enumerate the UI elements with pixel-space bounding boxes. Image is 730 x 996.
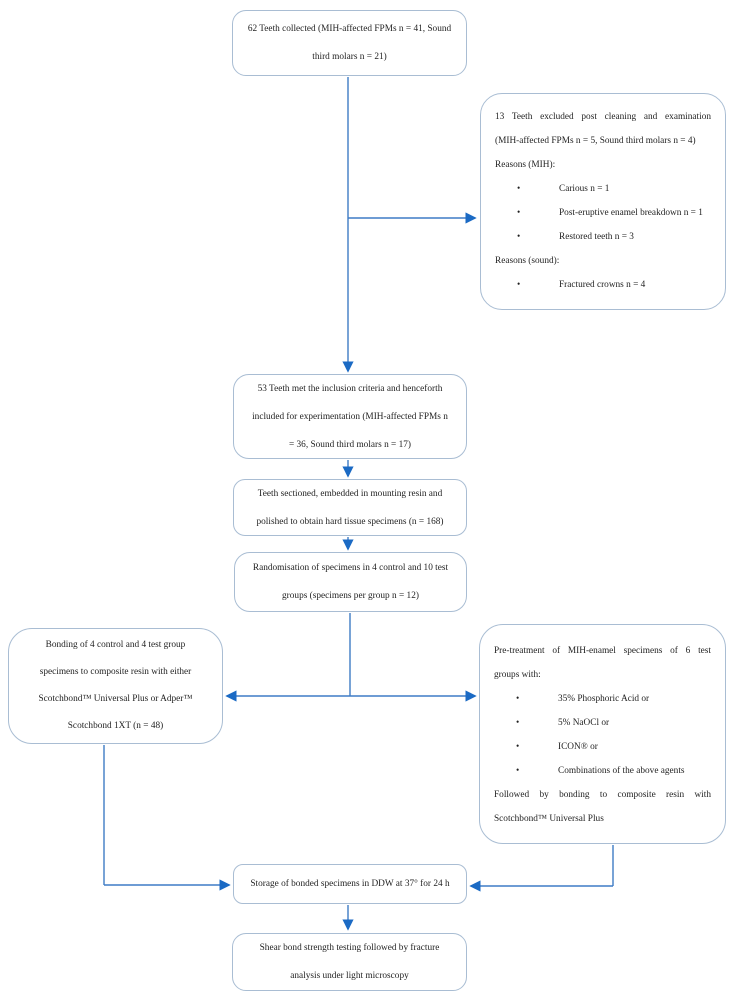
pretreatment-intro: Pre-treatment of MIH-enamel specimens of… bbox=[494, 646, 711, 656]
randomisation-text: Randomisation of specimens in 4 control … bbox=[252, 563, 449, 573]
sectioned-text: Teeth sectioned, embedded in mounting re… bbox=[257, 488, 443, 499]
excluded-reasons-sound-list: Fractured crowns n = 4 bbox=[495, 273, 711, 297]
storage-text: Storage of bonded specimens in DDW at 37… bbox=[250, 879, 450, 889]
pretreatment-agent-item: 35% Phosphoric Acid or bbox=[494, 687, 711, 711]
excluded-reasons-sound-label: Reasons (sound): bbox=[495, 256, 560, 266]
bonding-text: Scotchbond™ Universal Plus or Adper™ bbox=[38, 694, 193, 704]
box-teeth-collected: 62 Teeth collected (MIH-affected FPMs n … bbox=[232, 10, 467, 76]
excluded-reasons-mih-list: Carious n = 1 Post-eruptive enamel break… bbox=[495, 177, 711, 249]
box-bonding-control-test: Bonding of 4 control and 4 test group sp… bbox=[8, 628, 223, 744]
excluded-reason-item: Post-eruptive enamel breakdown n = 1 bbox=[495, 201, 711, 225]
bonding-text: Scotchbond 1XT (n = 48) bbox=[67, 721, 164, 731]
box-storage: Storage of bonded specimens in DDW at 37… bbox=[233, 864, 467, 904]
pretreatment-agents-list: 35% Phosphoric Acid or 5% NaOCl or ICON®… bbox=[494, 687, 711, 783]
box-teeth-sectioned: Teeth sectioned, embedded in mounting re… bbox=[233, 479, 467, 536]
teeth-collected-text: third molars n = 21) bbox=[312, 52, 387, 62]
inclusion-text: 53 Teeth met the inclusion criteria and … bbox=[257, 383, 443, 394]
pretreatment-agent-item: ICON® or bbox=[494, 735, 711, 759]
excluded-reasons-mih-label: Reasons (MIH): bbox=[495, 160, 556, 170]
pretreatment-agent-item: 5% NaOCl or bbox=[494, 711, 711, 735]
bonding-text: Bonding of 4 control and 4 test group bbox=[45, 640, 186, 650]
shear-text: Shear bond strength testing followed by … bbox=[259, 943, 440, 953]
sectioned-text: polished to obtain hard tissue specimens… bbox=[256, 516, 444, 527]
excluded-intro: (MIH-affected FPMs n = 5, Sound third mo… bbox=[495, 136, 696, 146]
excluded-intro: 13 Teeth excluded post cleaning and exam… bbox=[495, 112, 711, 122]
box-pretreatment: Pre-treatment of MIH-enamel specimens of… bbox=[479, 624, 726, 844]
excluded-reason-item: Restored teeth n = 3 bbox=[495, 225, 711, 249]
randomisation-text: groups (specimens per group n = 12) bbox=[282, 591, 419, 601]
pretreatment-intro: groups with: bbox=[494, 670, 541, 680]
inclusion-text: = 36, Sound third molars n = 17) bbox=[288, 439, 412, 450]
pretreatment-agent-item: Combinations of the above agents bbox=[494, 759, 711, 783]
shear-text: analysis under light microscopy bbox=[290, 971, 409, 981]
inclusion-text: included for experimentation (MIH-affect… bbox=[252, 411, 448, 422]
pretreatment-outro: Scotchbond™ Universal Plus bbox=[494, 814, 604, 824]
box-teeth-excluded: 13 Teeth excluded post cleaning and exam… bbox=[480, 93, 726, 310]
excluded-reason-item: Carious n = 1 bbox=[495, 177, 711, 201]
box-inclusion-criteria: 53 Teeth met the inclusion criteria and … bbox=[233, 374, 467, 459]
box-shear-testing: Shear bond strength testing followed by … bbox=[232, 933, 467, 991]
box-randomisation: Randomisation of specimens in 4 control … bbox=[234, 552, 467, 612]
teeth-collected-text: 62 Teeth collected (MIH-affected FPMs n … bbox=[247, 24, 452, 34]
bonding-text: specimens to composite resin with either bbox=[39, 667, 192, 677]
pretreatment-outro: Followed by bonding to composite resin w… bbox=[494, 790, 711, 800]
excluded-reason-item: Fractured crowns n = 4 bbox=[495, 273, 711, 297]
